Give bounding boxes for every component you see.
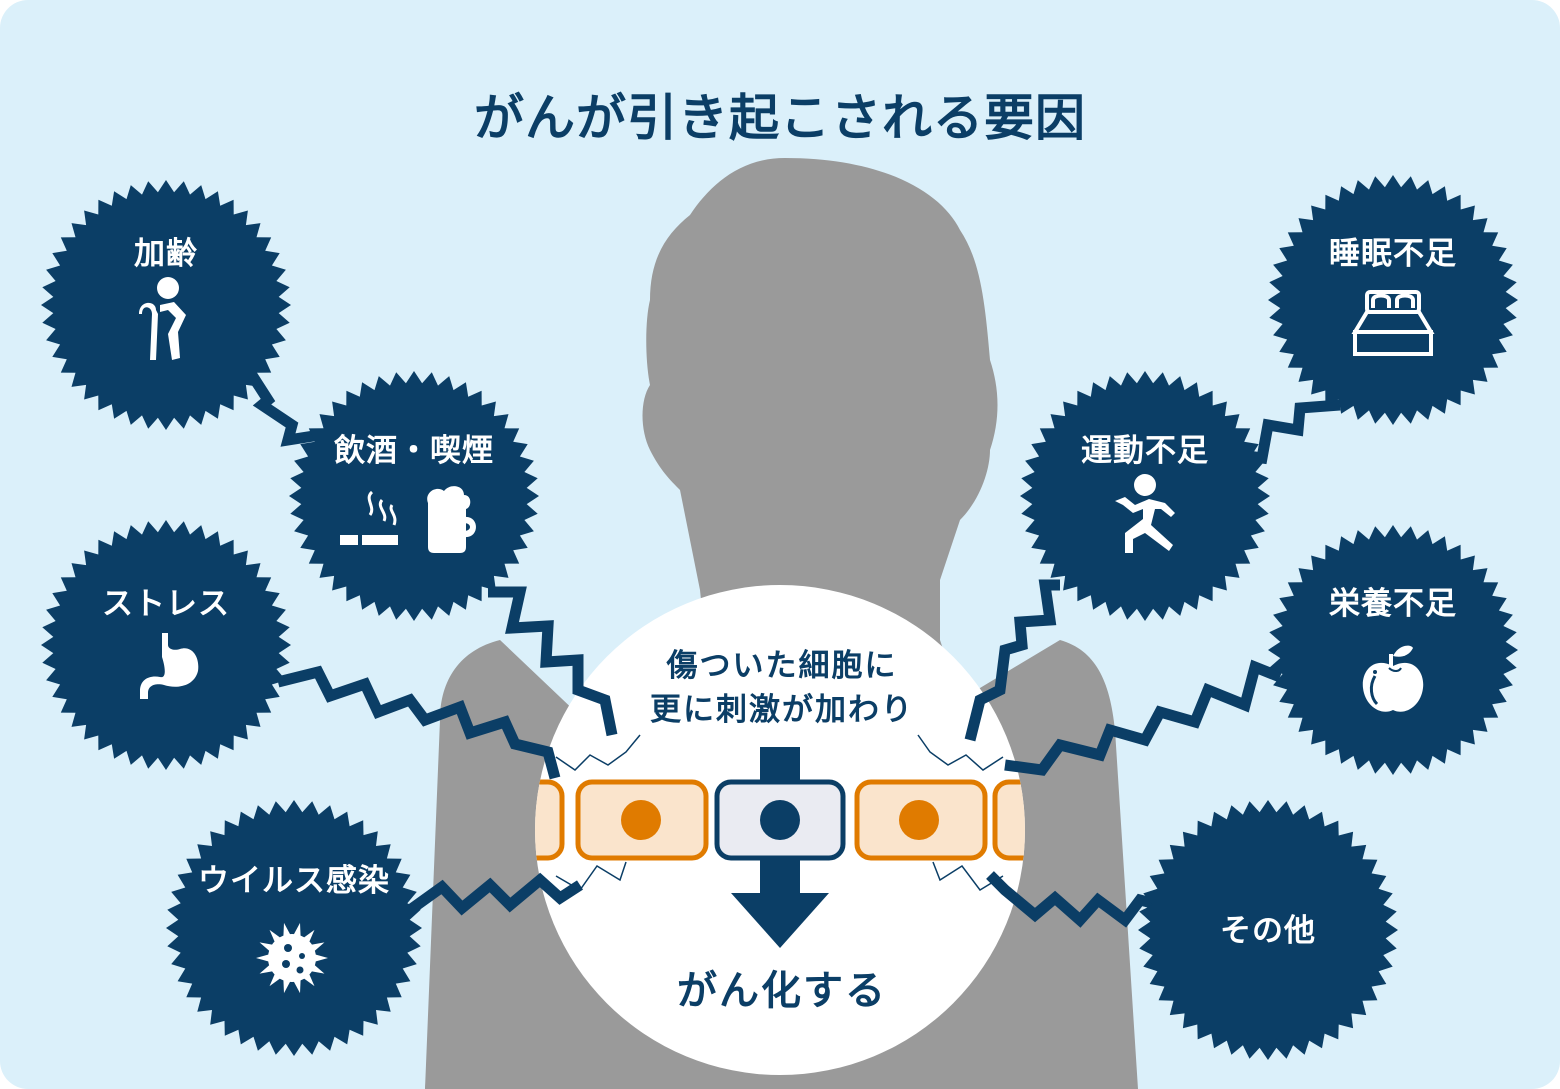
bed-icon — [1351, 290, 1435, 356]
stomach-icon — [140, 633, 199, 699]
factor-label-stress: ストレス — [102, 586, 230, 622]
result-text: がん化する — [677, 968, 887, 1014]
factor-label-aging: 加齢 — [134, 236, 198, 272]
connector-exercise — [964, 579, 1060, 742]
connector-drinking — [488, 586, 618, 737]
elderly-with-cane-icon — [139, 277, 186, 360]
connector-other — [986, 871, 1162, 928]
center-caption-line2: 更に刺激が加わり — [650, 692, 914, 728]
factor-label-virus: ウイルス感染 — [198, 863, 390, 899]
apple-icon — [1362, 645, 1424, 712]
virus-icon — [256, 922, 328, 994]
center-caption: 傷ついた細胞に 更に刺激が加わり — [650, 644, 914, 732]
cigarette-icon — [340, 490, 398, 545]
factor-label-drinking-smoking: 飲酒・喫煙 — [334, 433, 494, 469]
connector-sleep — [1239, 399, 1341, 465]
badge-nutrition — [1268, 525, 1518, 775]
badge-virus — [166, 800, 422, 1056]
factor-label-other: その他 — [1220, 913, 1316, 949]
connector-virus — [406, 872, 583, 916]
connector-aging — [245, 369, 321, 447]
running-person-icon — [1115, 474, 1175, 553]
factor-label-nutrition: 栄養不足 — [1329, 586, 1457, 622]
factor-label-exercise: 運動不足 — [1081, 433, 1209, 469]
zigzag-connectors — [245, 369, 1341, 928]
center-caption-line1: 傷ついた細胞に — [666, 648, 898, 684]
damaged-cell — [714, 779, 846, 861]
badge-other — [1138, 800, 1398, 1060]
page-title: がんが引き起こされる要因 — [474, 88, 1086, 147]
badge-sleep — [1268, 175, 1518, 425]
factor-label-sleep: 睡眠不足 — [1329, 236, 1457, 272]
beer-mug-icon — [427, 486, 476, 553]
connector-stress — [276, 665, 561, 780]
badge-drinking-smoking — [289, 371, 539, 621]
connector-nutrition — [1004, 659, 1283, 776]
